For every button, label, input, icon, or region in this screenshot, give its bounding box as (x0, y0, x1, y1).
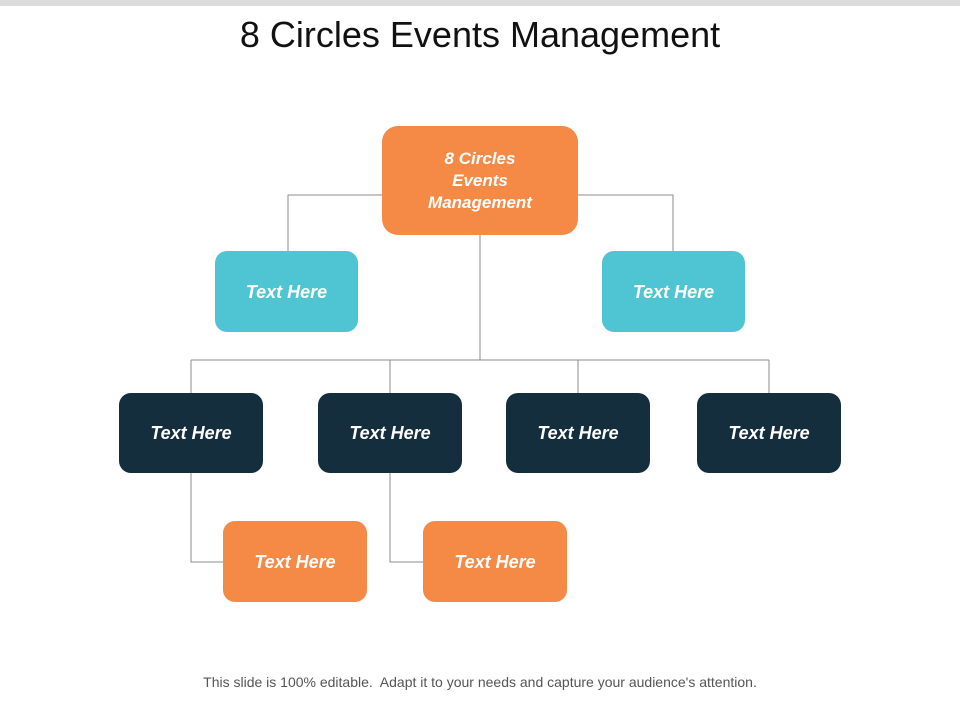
root-node-label: 8 Circles Events Management (428, 148, 532, 212)
footer-note: This slide is 100% editable. Adapt it to… (203, 674, 757, 690)
level2-node-3: Text Here (506, 393, 650, 473)
top-border (0, 0, 960, 6)
level1-node-left: Text Here (215, 251, 358, 332)
level2-node-2-label: Text Here (349, 423, 431, 443)
level3-node-1: Text Here (223, 521, 367, 602)
level1-node-left-label: Text Here (245, 281, 328, 302)
level2-node-2: Text Here (318, 393, 462, 473)
connector-root-left (287, 194, 382, 251)
level2-node-4-label: Text Here (728, 423, 810, 443)
level2-node-4: Text Here (697, 393, 841, 473)
level1-node-right-label: Text Here (632, 281, 715, 302)
connector-level3-right (389, 473, 423, 563)
level2-node-3-label: Text Here (537, 423, 619, 443)
level1-node-right: Text Here (602, 251, 745, 332)
connector-root-right (578, 194, 674, 251)
level3-node-2-label: Text Here (454, 551, 536, 572)
root-node: 8 Circles Events Management (382, 126, 578, 235)
level3-node-2: Text Here (423, 521, 567, 602)
slide-title: 8 Circles Events Management (239, 14, 721, 55)
level2-node-1-label: Text Here (150, 423, 232, 443)
level3-node-1-label: Text Here (254, 551, 336, 572)
connector-level3-left (190, 473, 223, 563)
level2-node-1: Text Here (119, 393, 263, 473)
